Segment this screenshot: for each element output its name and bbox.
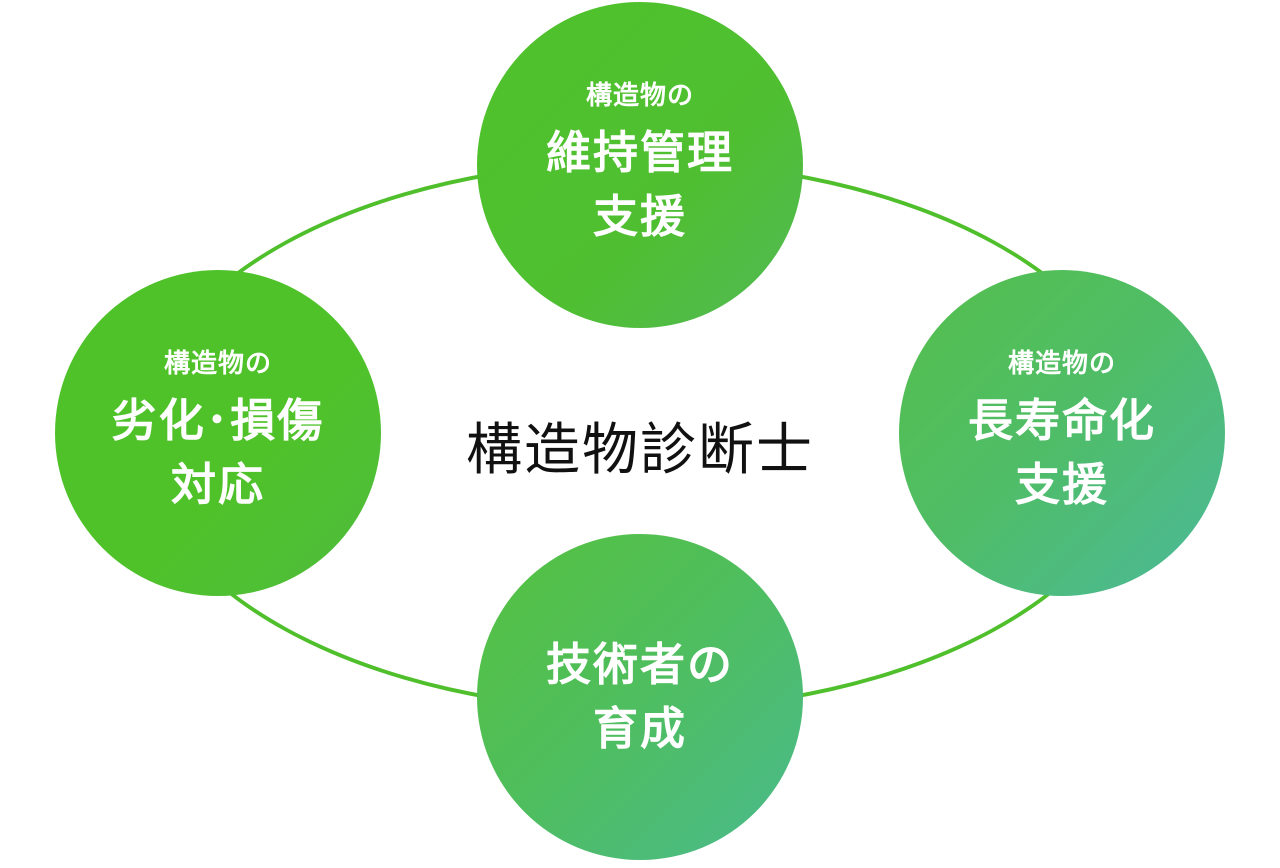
node-title-line2: 支援 [1014, 457, 1109, 511]
node-prefix: 構造物の [585, 81, 694, 112]
node-deterioration-response: 構造物の 劣化･損傷 対応 [55, 270, 381, 596]
node-title-line2: 育成 [592, 702, 687, 755]
node-title-line1: 劣化･損傷 [111, 393, 325, 447]
center-title: 構造物診断士 [466, 417, 814, 483]
node-title-line1: 長寿命化 [967, 393, 1156, 447]
node-title-line1: 維持管理 [545, 125, 734, 179]
node-prefix: 構造物の [163, 349, 272, 380]
node-prefix: 構造物の [1007, 349, 1116, 380]
node-title-line2: 支援 [592, 189, 687, 243]
node-maintenance-support: 構造物の 維持管理 支援 [477, 2, 803, 328]
node-title-line2: 対応 [170, 457, 265, 511]
node-title-line1: 技術者の [545, 638, 734, 691]
node-engineer-training: 技術者の 育成 [477, 534, 803, 860]
node-longevity-support: 構造物の 長寿命化 支援 [899, 270, 1225, 596]
